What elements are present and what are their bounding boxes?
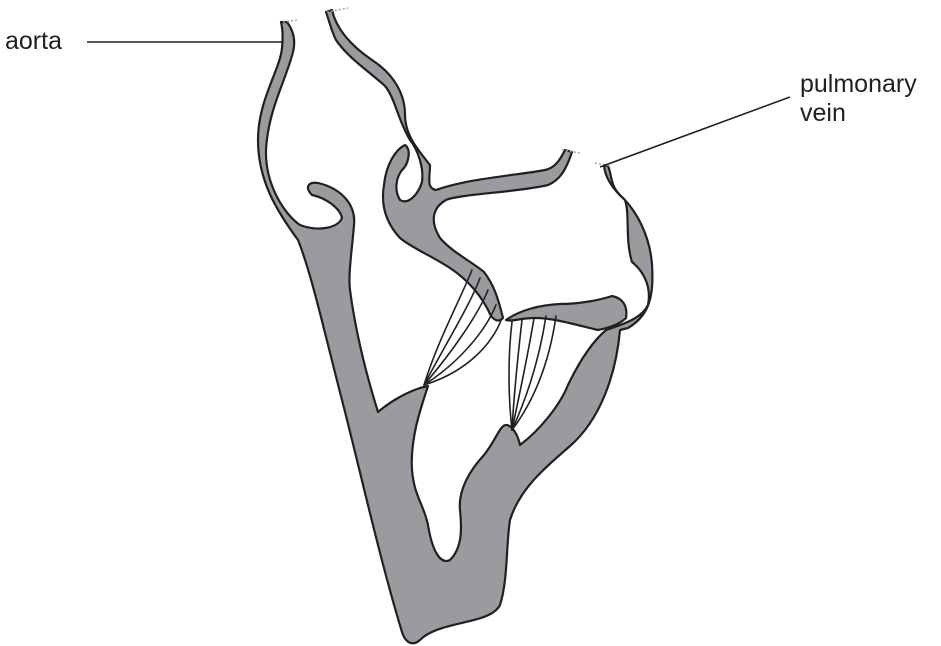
pulmonary-vein-label-line2: vein <box>800 99 917 128</box>
ventricle-wall <box>258 22 652 643</box>
chordae-tendineae-right <box>509 316 556 430</box>
pulmonary-vein-leader-line <box>600 97 790 167</box>
aorta-label: aorta <box>5 27 62 56</box>
pulmonary-vein-label-line1: pulmonary <box>800 70 917 99</box>
valve-leaflet <box>506 296 626 330</box>
upper-vessel <box>326 10 572 320</box>
pulmonary-vein-label: pulmonary vein <box>800 70 917 128</box>
